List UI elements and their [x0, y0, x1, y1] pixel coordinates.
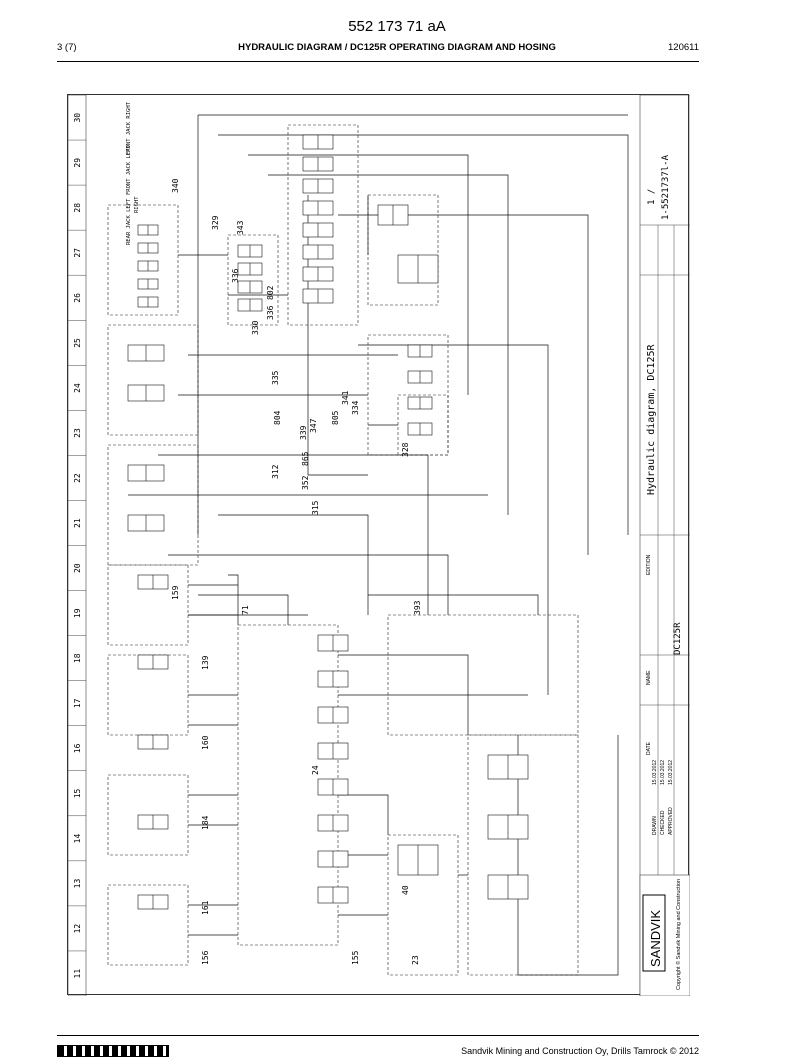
component-number: 159: [171, 585, 180, 600]
component-number: 804: [273, 410, 282, 425]
component-number: 336: [231, 268, 240, 283]
grid-column-20: 20: [73, 563, 82, 573]
grid-column-16: 16: [73, 743, 82, 753]
grid-column-24: 24: [73, 383, 82, 393]
component-number: 335: [271, 370, 280, 385]
grid-column-23: 23: [73, 428, 82, 438]
component-number: 184: [201, 815, 210, 830]
component-number: 393: [413, 600, 422, 615]
grid-column-17: 17: [73, 698, 82, 708]
title-date-label: DATE: [646, 741, 652, 755]
component-number-labels: 340 329 343 336 330 335 802 336 804 312 339 865 352 3…: [171, 178, 422, 965]
title-block-row-date: 15.03.2012: [660, 760, 666, 785]
grid-column-12: 12: [73, 924, 82, 934]
drawing-number: 1-5521737l-A: [661, 154, 671, 220]
label-front-jack-right: FRONT JACK RIGHT: [126, 101, 132, 155]
title-block-row-label: APPROVED: [668, 807, 674, 835]
component-number: 161: [201, 900, 210, 915]
grid-column-22: 22: [73, 473, 82, 483]
grid-columns: 11 12 13 14 15 16 17 18 19 20 21 22 23 24 25 26 27 28 29 30: [68, 113, 86, 979]
component-number: 865: [301, 451, 310, 466]
footer-rule: [57, 1035, 699, 1036]
component-number: 802: [266, 285, 275, 300]
component-number: 23: [411, 955, 420, 965]
grid-column-29: 29: [73, 158, 82, 168]
grid-column-27: 27: [73, 248, 82, 258]
component-number: 343: [236, 220, 245, 235]
component-number: 328: [401, 442, 410, 457]
grid-column-11: 11: [73, 969, 82, 979]
grid-column-28: 28: [73, 203, 82, 213]
title-block-row-date: 15.03.2012: [652, 760, 658, 785]
title-block-row-label: DRAWN: [652, 816, 658, 835]
document-number: 552 173 71 aA: [348, 18, 446, 35]
component-number: 334: [351, 400, 360, 415]
grid-column-26: 26: [73, 293, 82, 303]
component-number: 805: [331, 410, 340, 425]
component-number: 329: [211, 215, 220, 230]
copyright-text: Copyright © Sandvik Mining and Construct…: [675, 879, 682, 990]
document-title: HYDRAULIC DIAGRAM / DC125R OPERATING DIA…: [238, 42, 556, 53]
component-number: 312: [271, 464, 280, 479]
grid-column-21: 21: [73, 518, 82, 528]
brand-logo: SANDVIK: [648, 910, 663, 967]
component-number: 155: [351, 950, 360, 965]
component-number: 330: [251, 320, 260, 335]
drawing-model: DC125R: [673, 622, 683, 655]
grid-column-15: 15: [73, 788, 82, 798]
grid-column-25: 25: [73, 338, 82, 348]
footer-text: Sandvik Mining and Construction Oy, Dril…: [461, 1046, 699, 1056]
component-number: 24: [311, 765, 320, 775]
title-block-row-date: 15.03.2012: [668, 760, 674, 785]
label-rear-jack-left: REAR JACK LEFT: [126, 198, 132, 245]
page-counter: 3 (7): [57, 42, 77, 53]
component-number: 341: [341, 390, 350, 405]
label-rear-jack-right: RIGHT: [134, 196, 140, 213]
component-number: 315: [311, 500, 320, 515]
grid-column-30: 30: [73, 113, 82, 123]
date-code: 120611: [668, 42, 699, 53]
sheet-number: 1 /: [647, 189, 657, 205]
component-number: 160: [201, 735, 210, 750]
title-block-row-label: CHECKED: [660, 810, 666, 835]
component-number: 352: [301, 475, 310, 490]
header-rule: [57, 61, 699, 62]
component-number: 139: [201, 655, 210, 670]
edition-label: EDITION: [646, 554, 652, 575]
component-number: 347: [309, 418, 318, 433]
component-number: 340: [171, 178, 180, 193]
grid-column-18: 18: [73, 653, 82, 663]
grid-column-14: 14: [73, 834, 82, 844]
grid-column-13: 13: [73, 879, 82, 889]
hydraulic-diagram-sheet: 11 12 13 14 15 16 17 18 19 20 21 22 23 24 25 26 27 28 29 30…: [67, 94, 690, 996]
component-number: 336: [266, 305, 275, 320]
component-number: 40: [401, 885, 410, 895]
drawing-title: Hydraulic diagram, DC125R: [646, 344, 657, 495]
component-number: 339: [299, 425, 308, 440]
grid-column-19: 19: [73, 608, 82, 618]
title-name-label: NAME: [646, 670, 652, 685]
label-front-jack-left: FRONT JACK LEFT: [126, 145, 132, 195]
footer-logo: [57, 1045, 169, 1057]
hydraulic-diagram: 11 12 13 14 15 16 17 18 19 20 21 22 23 24 25 26 27 28 29 30…: [68, 95, 690, 996]
component-number: 156: [201, 950, 210, 965]
component-number: 71: [241, 605, 250, 615]
